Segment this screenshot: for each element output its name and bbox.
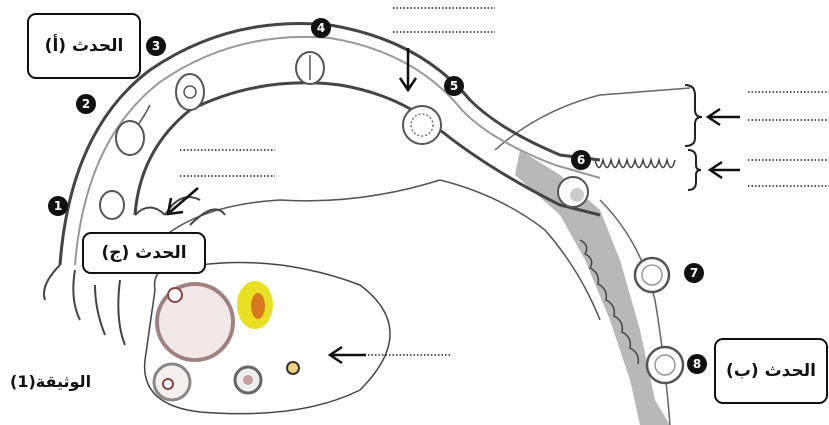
stage-number-1: 1 [48, 196, 68, 216]
endometrial-glands [595, 160, 675, 168]
uterus-outline-upper [495, 88, 690, 150]
stage-number-7: 7 [684, 263, 704, 283]
cell-2-fertilization [116, 121, 144, 155]
stage-number-5: 5 [444, 76, 464, 96]
corpus-luteum-core [251, 293, 265, 319]
cell-3-zygote [176, 74, 204, 110]
event-a-label: الحدث (أ) [45, 36, 124, 56]
primordial-follicle [287, 362, 299, 374]
sperm-tail [138, 105, 150, 125]
answer-lines [180, 8, 829, 355]
cell-6-inner-mass [570, 188, 584, 202]
brace-upper [685, 85, 702, 146]
stage-number-3: 3 [146, 36, 166, 56]
stage-number-6: 6 [571, 150, 591, 170]
event-b-box: الحدث (ب) [714, 338, 828, 404]
document-title: الوثيقة(1) [10, 372, 91, 391]
cell-5-morula [403, 106, 441, 144]
event-a-box: الحدث (أ) [27, 13, 141, 79]
cell-8-implanting [647, 347, 683, 383]
tube-inner-wall-bottom [135, 83, 600, 215]
stage-number-8: 8 [687, 354, 707, 374]
oocyte-in-follicle [168, 288, 182, 302]
event-c-label: الحدث (ج) [101, 243, 186, 263]
stage-number-2: 2 [76, 94, 96, 114]
secondary-follicle-oocyte [163, 379, 173, 389]
brace-lower [688, 150, 701, 190]
event-c-box: الحدث (ج) [82, 232, 206, 274]
cell-7-blastocyst [635, 258, 669, 292]
stage-number-4: 4 [311, 18, 331, 38]
event-b-label: الحدث (ب) [726, 361, 816, 381]
cell-1-oocyte [100, 191, 124, 219]
primary-follicle-oocyte [243, 375, 253, 385]
